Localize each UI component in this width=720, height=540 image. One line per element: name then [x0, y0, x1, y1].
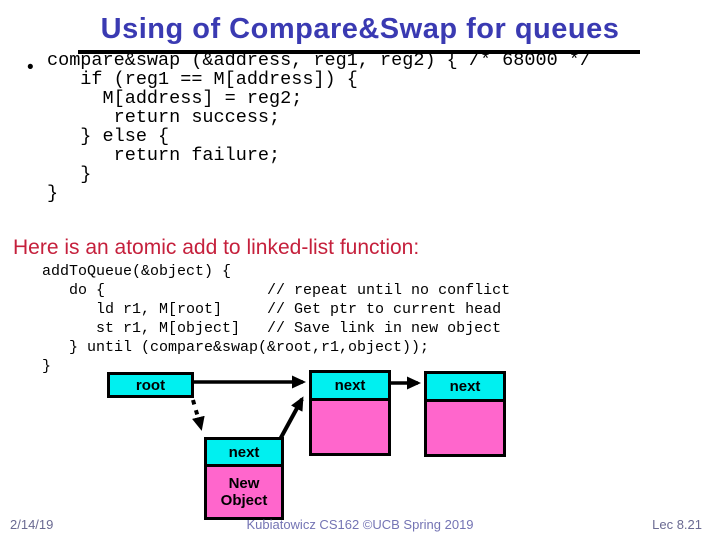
- footer-date: 2/14/19: [10, 517, 54, 532]
- node2-next-field: next: [427, 374, 503, 402]
- dashed-arrow-root-to-newobject: [191, 399, 205, 431]
- list-node-1: next: [309, 370, 391, 456]
- list-node-2: next: [424, 371, 506, 457]
- title-underline: [78, 50, 640, 54]
- atomic-add-heading: Here is an atomic add to linked-list fun…: [13, 236, 420, 259]
- new-object-next-field: next: [207, 440, 281, 467]
- compare-swap-code-block: compare&swap (&address, reg1, reg2) { /*…: [47, 50, 591, 204]
- new-object-node: next New Object: [204, 437, 284, 520]
- footer-lecture-number: Lec 8.21: [652, 517, 702, 532]
- add-to-queue-code-block: addToQueue(&object) { do { // repeat unt…: [42, 263, 511, 375]
- new-object-body: New Object: [207, 467, 281, 517]
- root-label: root: [135, 376, 166, 394]
- new-object-label-line1: New: [228, 475, 260, 492]
- new-object-label-line2: Object: [220, 492, 268, 509]
- root-node: root: [107, 372, 194, 398]
- bullet-marker: •: [27, 57, 34, 78]
- node1-next-field: next: [312, 373, 388, 401]
- footer-course-credit: Kubiatowicz CS162 ©UCB Spring 2019: [246, 517, 474, 532]
- slide-title: Using of Compare&Swap for queues: [100, 13, 620, 45]
